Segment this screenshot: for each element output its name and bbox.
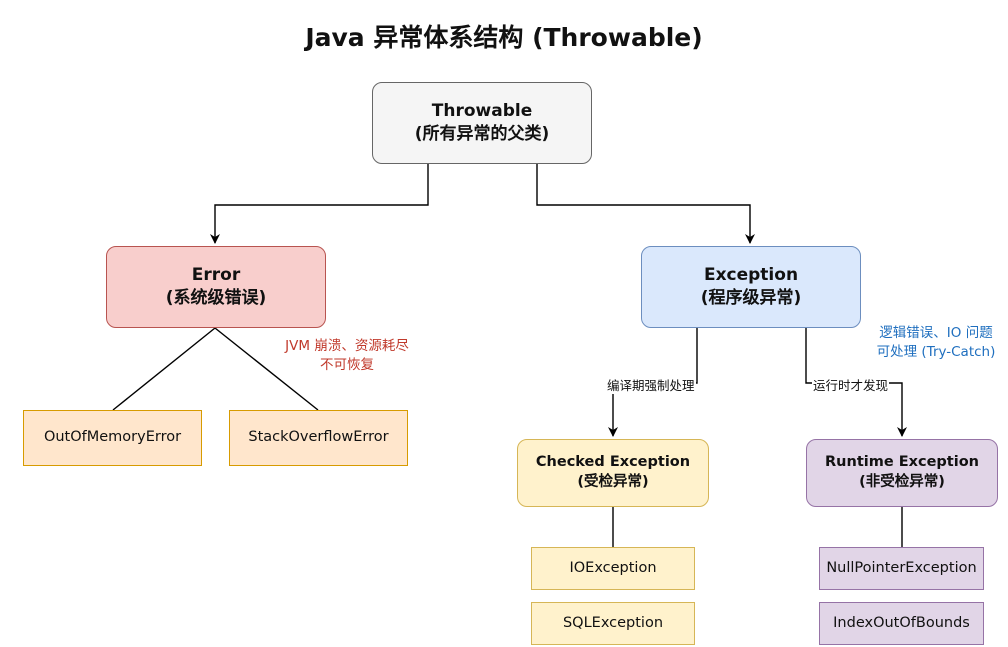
error-child-oom: OutOfMemoryError	[23, 410, 202, 466]
checked-exception-label: Checked Exception	[535, 454, 691, 471]
exception-label: Exception	[703, 265, 799, 286]
edge-throwable-exception	[536, 164, 755, 244]
edge-label-checked: 编译期强制处理	[606, 375, 696, 394]
edge-error-oom	[112, 327, 216, 411]
checked-exception-node: Checked Exception (受检异常)	[517, 439, 709, 507]
runtime-child-indexoutofbounds: IndexOutOfBounds	[819, 602, 984, 645]
error-note-line2: 不可恢复	[320, 356, 374, 373]
runtime-exception-sublabel: (非受检异常)	[859, 474, 945, 490]
edge-label-runtime: 运行时才发现	[812, 375, 890, 394]
checked-exception-sublabel: (受检异常)	[577, 474, 649, 490]
exception-note: 逻辑错误、IO 问题 可处理 (Try-Catch)	[868, 324, 1004, 362]
exception-node: Exception (程序级异常)	[641, 246, 861, 328]
throwable-sublabel: (所有异常的父类)	[414, 124, 550, 144]
error-node: Error (系统级错误)	[106, 246, 326, 328]
edge-error-so	[214, 327, 319, 411]
error-child-stackoverflow: StackOverflowError	[229, 410, 408, 466]
exception-note-line2: 可处理 (Try-Catch)	[876, 343, 996, 360]
error-sublabel: (系统级错误)	[165, 288, 267, 308]
edge-throwable-error	[210, 164, 429, 244]
error-note-line1: JVM 崩溃、资源耗尽	[285, 338, 409, 354]
runtime-child-npe: NullPointerException	[819, 547, 984, 590]
runtime-exception-node: Runtime Exception (非受检异常)	[806, 439, 998, 507]
diagram-title: Java 异常体系结构 (Throwable)	[305, 23, 703, 52]
exception-note-line1: 逻辑错误、IO 问题	[879, 325, 993, 341]
runtime-exception-label: Runtime Exception	[825, 454, 979, 471]
checked-child-ioexception: IOException	[531, 547, 695, 590]
checked-child-sqlexception: SQLException	[531, 602, 695, 645]
exception-sublabel: (程序级异常)	[700, 288, 802, 308]
error-note: JVM 崩溃、资源耗尽 不可恢复	[272, 337, 422, 375]
throwable-label: Throwable	[431, 101, 533, 122]
error-label: Error	[191, 265, 241, 286]
throwable-node: Throwable (所有异常的父类)	[372, 82, 592, 164]
